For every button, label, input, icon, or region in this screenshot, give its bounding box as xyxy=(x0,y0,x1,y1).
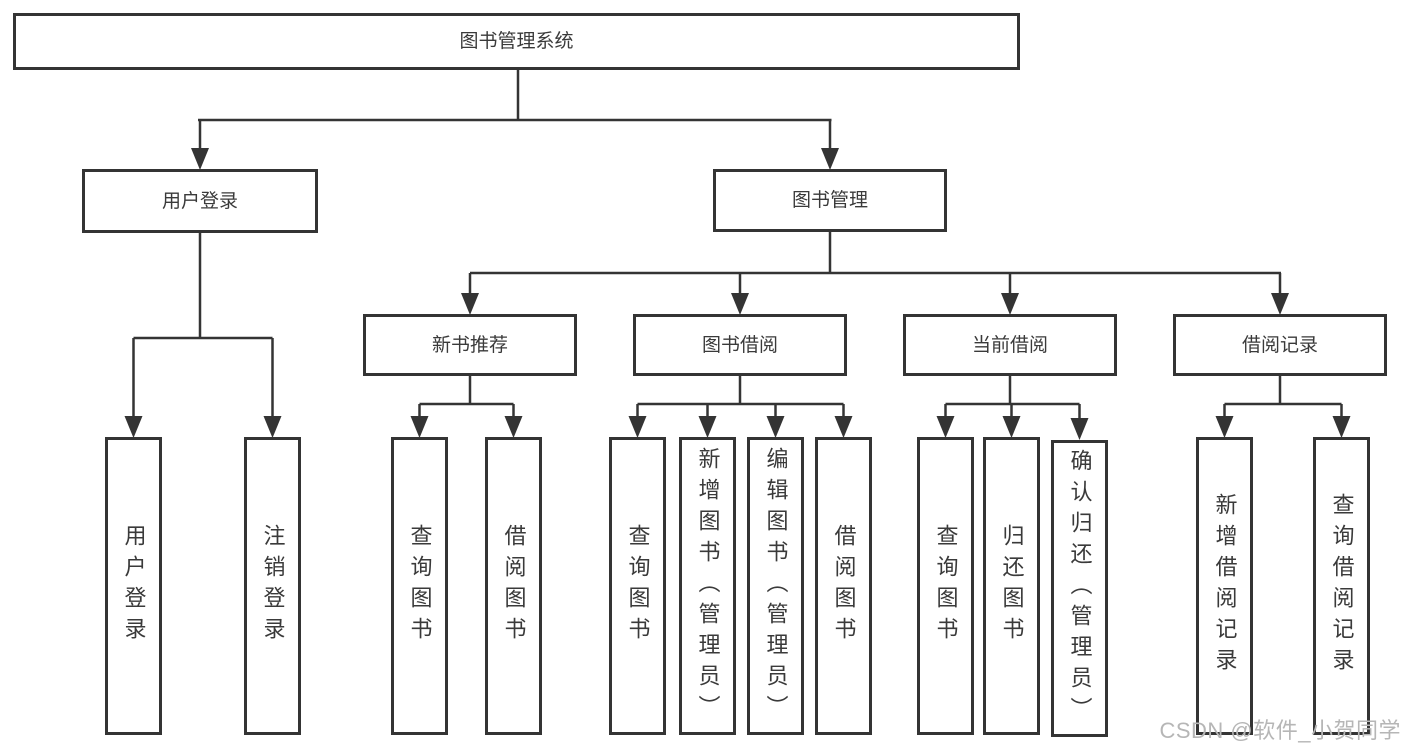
leaf-edit-book-admin: 编辑图书（管理员） xyxy=(747,437,804,735)
leaf-borrow-books: 借阅图书 xyxy=(815,437,872,735)
leaf-confirm-return-admin: 确认归还（管理员） xyxy=(1051,440,1108,737)
leaf-query-books-current: 查询图书 xyxy=(917,437,974,735)
node-current-borrowing: 当前借阅 xyxy=(903,314,1117,376)
leaf-query-books-borrow: 查询图书 xyxy=(609,437,666,735)
leaf-return-book: 归还图书 xyxy=(983,437,1040,735)
leaf-borrow-books-recommend: 借阅图书 xyxy=(485,437,542,735)
csdn-watermark: CSDN @软件_小贺同学 xyxy=(1159,718,1401,743)
node-borrowing-records: 借阅记录 xyxy=(1173,314,1387,376)
leaf-user-login: 用户登录 xyxy=(105,437,162,735)
leaf-add-borrow-record: 新增借阅记录 xyxy=(1196,437,1253,735)
leaf-add-book-admin: 新增图书（管理员） xyxy=(679,437,736,735)
node-root: 图书管理系统 xyxy=(13,13,1020,70)
leaf-query-borrow-record: 查询借阅记录 xyxy=(1313,437,1370,735)
node-user-login: 用户登录 xyxy=(82,169,318,233)
node-new-book-recommendation: 新书推荐 xyxy=(363,314,577,376)
leaf-logout: 注销登录 xyxy=(244,437,301,735)
leaf-query-books-recommend: 查询图书 xyxy=(391,437,448,735)
node-book-management: 图书管理 xyxy=(713,169,947,232)
node-book-borrowing: 图书借阅 xyxy=(633,314,847,376)
